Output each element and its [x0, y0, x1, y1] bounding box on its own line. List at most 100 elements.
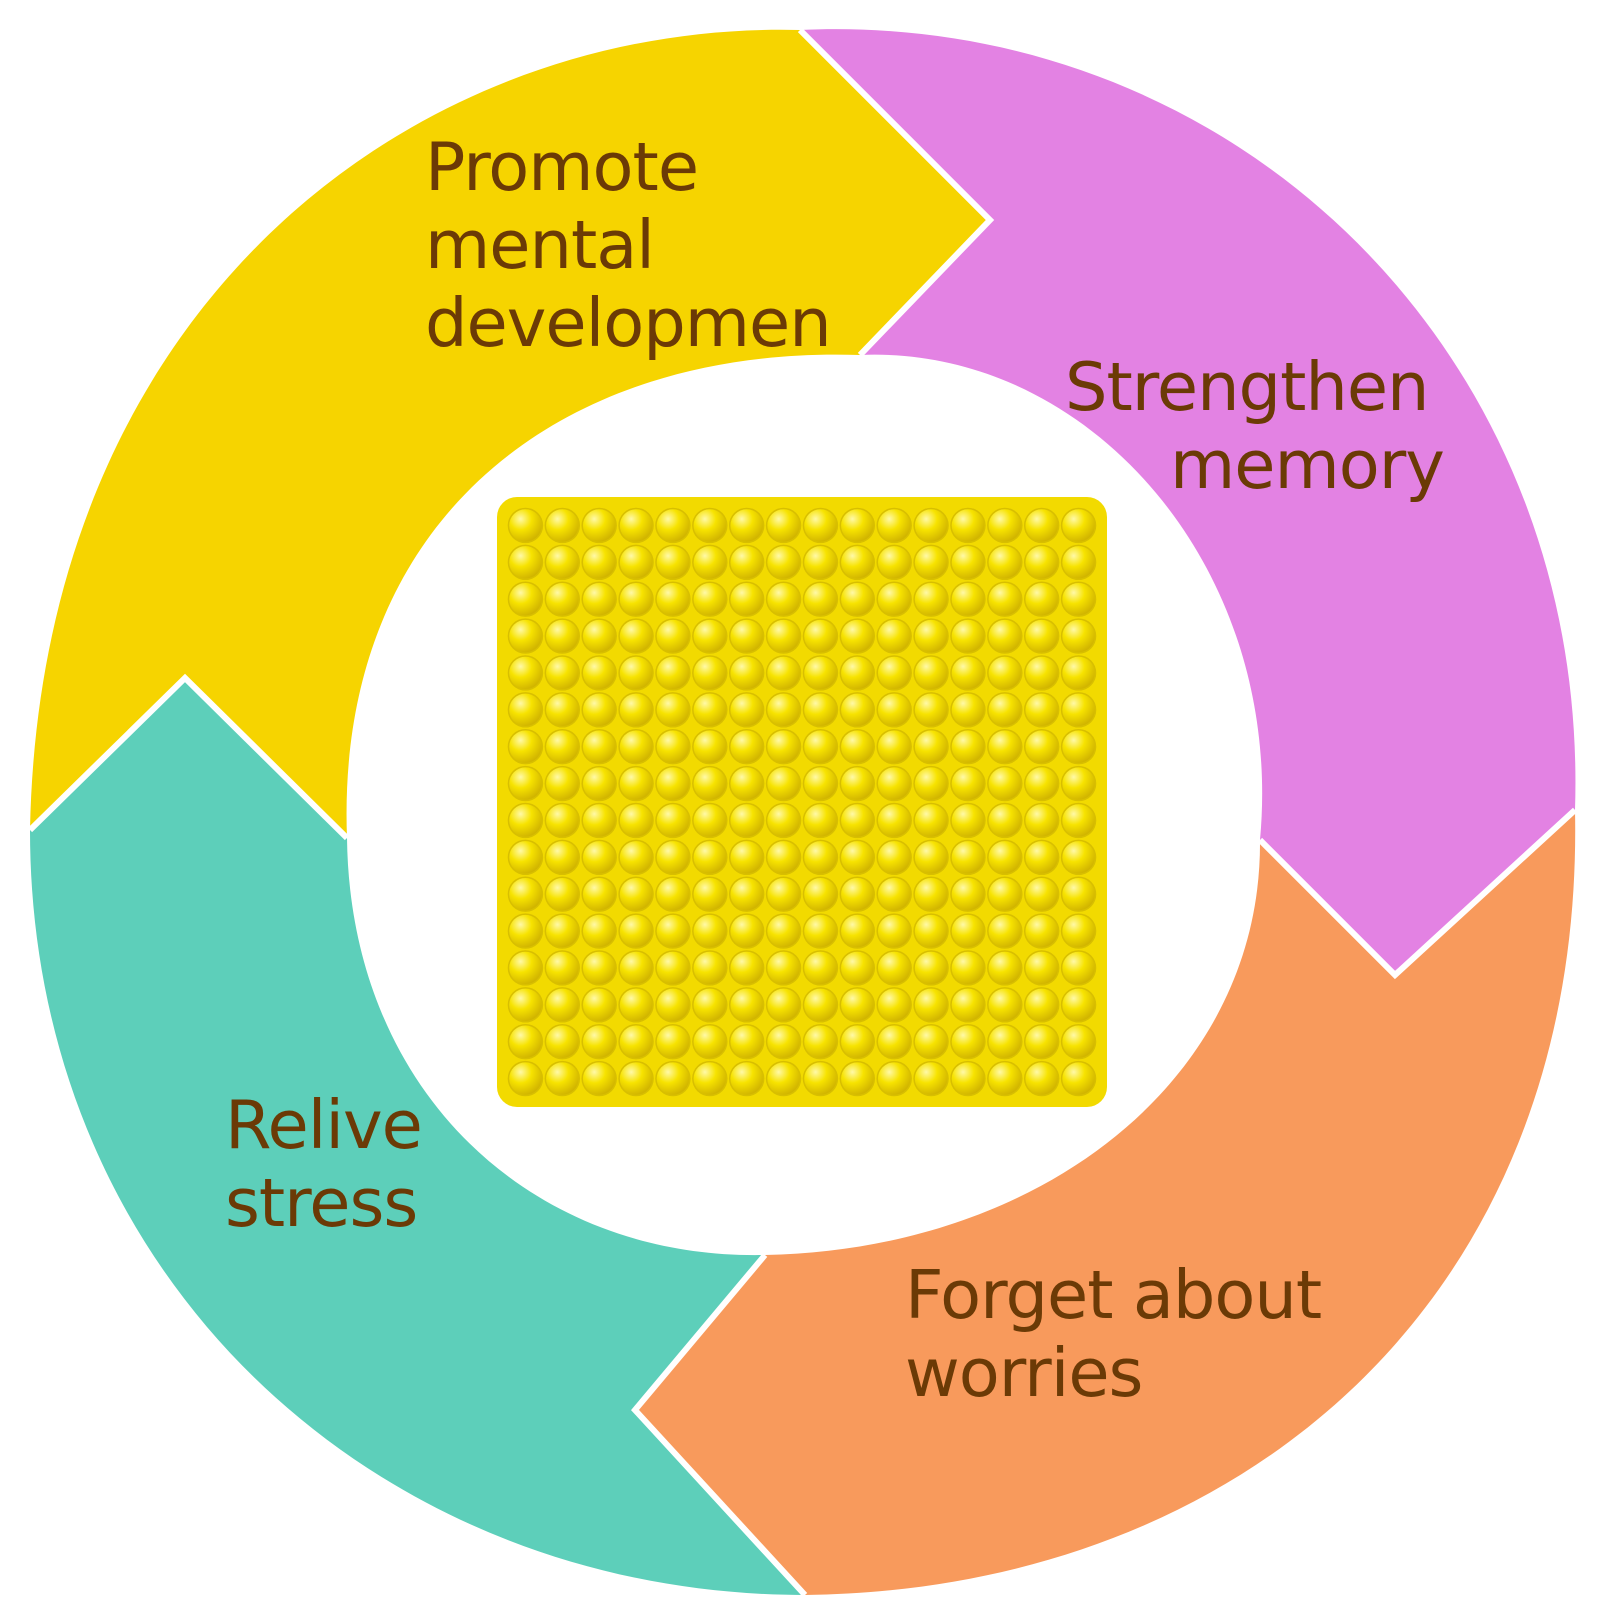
pop-it-bubble: [1025, 656, 1058, 690]
strengthen-label: Strengthen memory: [1065, 348, 1449, 504]
pop-it-bubble: [988, 509, 1022, 542]
pop-it-bubble: [656, 804, 690, 837]
pop-it-bubble: [656, 693, 690, 727]
pop-it-bubble: [1062, 1062, 1095, 1095]
pop-it-bubble: [767, 951, 800, 985]
pop-it-bubble: [656, 619, 690, 653]
pop-it-bubble: [546, 546, 579, 579]
pop-it-bubble: [804, 804, 837, 837]
pop-it-bubble: [914, 730, 948, 763]
pop-it-bubble: [1025, 804, 1058, 837]
pop-it-bubble: [767, 582, 800, 616]
pop-it-bubble: [730, 582, 763, 616]
pop-it-bubble: [546, 1025, 579, 1058]
pop-it-bubble: [1062, 730, 1095, 763]
pop-it-bubble: [841, 877, 874, 911]
pop-it-bubble: [656, 1062, 690, 1095]
pop-it-bubble: [951, 582, 985, 616]
pop-it-bubble: [730, 656, 763, 690]
pop-it-bubble: [1062, 656, 1095, 690]
pop-it-bubble: [546, 582, 579, 616]
pop-it-bubble: [1062, 804, 1095, 837]
pop-it-bubble: [509, 656, 542, 690]
pop-it-bubble: [1062, 914, 1095, 948]
pop-it-bubble: [767, 1025, 800, 1058]
pop-it-bubble: [1062, 546, 1095, 579]
pop-it-bubble: [841, 656, 874, 690]
pop-it-bubble: [841, 914, 874, 948]
pop-it-bubble: [988, 914, 1022, 948]
pop-it-bubble: [693, 693, 727, 727]
pop-it-bubble: [767, 619, 800, 653]
pop-it-bubble: [1062, 619, 1095, 653]
pop-it-bubble: [582, 841, 616, 874]
pop-it-bubble: [582, 951, 616, 985]
pop-it-bubble: [619, 1025, 653, 1058]
pop-it-bubble: [767, 841, 800, 874]
pop-it-bubble: [693, 509, 727, 542]
pop-it-bubble: [619, 619, 653, 653]
pop-it-bubble: [877, 730, 911, 763]
relive-label: Relive stress: [225, 1086, 442, 1242]
pop-it-bubble: [767, 656, 800, 690]
pop-it-bubble: [509, 693, 542, 727]
pop-it-bubble: [656, 730, 690, 763]
pop-it-bubble: [841, 841, 874, 874]
promote-label-line: mental: [425, 206, 654, 284]
pop-it-bubble: [767, 988, 800, 1022]
pop-it-bubble: [767, 730, 800, 763]
pop-it-bubble: [1062, 951, 1095, 985]
pop-it-bubble: [951, 509, 985, 542]
pop-it-bubble: [730, 693, 763, 727]
pop-it-bubble: [988, 804, 1022, 837]
pop-it-bubble: [546, 841, 579, 874]
pop-it-bubble: [877, 988, 911, 1022]
pop-it-bubble: [804, 1062, 837, 1095]
pop-it-bubble: [509, 841, 542, 874]
pop-it-bubble: [1025, 730, 1058, 763]
pop-it-bubble: [619, 546, 653, 579]
pop-it-bubble: [804, 509, 837, 542]
pop-it-bubble: [730, 951, 763, 985]
promote-label: Promote mental developmen: [425, 128, 831, 362]
pop-it-bubble: [509, 1025, 542, 1058]
pop-it-bubble: [877, 619, 911, 653]
pop-it-bubble: [1025, 988, 1058, 1022]
forget-arrow-segment: [635, 810, 1576, 1595]
pop-it-bubble: [951, 988, 985, 1022]
segment-separators: [27, 27, 1578, 1598]
pop-it-bubble: [988, 619, 1022, 653]
pop-it-bubble: [693, 619, 727, 653]
pop-it-bubble: [951, 693, 985, 727]
pop-it-bubble: [1062, 509, 1095, 542]
pop-it-bubble: [730, 1025, 763, 1058]
pop-it-bubble: [730, 988, 763, 1022]
pop-it-bubble: [582, 767, 616, 800]
pop-it-bubble: [546, 509, 579, 542]
pop-it-bubble: [877, 804, 911, 837]
pop-it-bubble: [730, 730, 763, 763]
pop-it-bubble: [546, 1062, 579, 1095]
pop-it-bubble: [914, 951, 948, 985]
pop-it-bubble: [582, 988, 616, 1022]
pop-it-bubble: [582, 619, 616, 653]
pop-it-bubble: [1025, 914, 1058, 948]
pop-it-bubble: [988, 841, 1022, 874]
pop-it-bubble: [804, 619, 837, 653]
pop-it-bubble: [1025, 582, 1058, 616]
pop-it-bubble: [1062, 693, 1095, 727]
relive-label-line: Relive: [225, 1086, 422, 1164]
pop-it-bubble: [509, 582, 542, 616]
pop-it-bubble: [914, 914, 948, 948]
promote-label-line: developmen: [425, 284, 831, 362]
pop-it-bubble: [1025, 693, 1058, 727]
pop-it-bubble: [546, 693, 579, 727]
strengthen-label-line: memory: [1170, 426, 1444, 504]
pop-it-bubble: [693, 582, 727, 616]
pop-it-bubble: [730, 841, 763, 874]
pop-it-bubble: [877, 1062, 911, 1095]
pop-it-bubble: [1062, 1025, 1095, 1058]
pop-it-bubble: [509, 804, 542, 837]
pop-it-bubble: [619, 804, 653, 837]
pop-it-bubble: [1025, 877, 1058, 911]
